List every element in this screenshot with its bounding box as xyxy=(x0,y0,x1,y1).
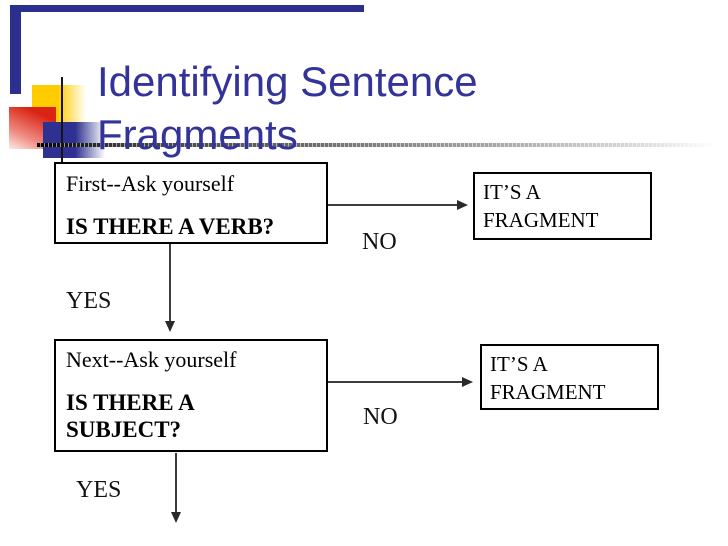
title-line-1: Identifying Sentence xyxy=(97,58,478,106)
question1-text: IS THERE A VERB? xyxy=(66,214,275,239)
question2-line-2: SUBJECT? xyxy=(66,417,182,442)
slide-title: Identifying Sentence Fragments xyxy=(97,55,478,161)
arrow-shaft xyxy=(169,244,171,321)
question-box-verb: First--Ask yourself IS THERE A VERB? xyxy=(54,162,328,244)
yes-arrow-1 xyxy=(164,244,176,332)
fragment1-line-2: FRAGMENT xyxy=(483,208,599,232)
no-arrow-2 xyxy=(328,376,473,388)
crosshair-vertical-line xyxy=(61,77,63,166)
fragment2-line-1: IT’S A xyxy=(490,352,548,376)
fragment-box-1: IT’S A FRAGMENT xyxy=(473,172,652,240)
arrowhead-right-icon xyxy=(457,200,468,210)
blue-square-decoration xyxy=(43,122,105,158)
question2-prompt: Next--Ask yourself xyxy=(66,347,237,372)
no-label-2: NO xyxy=(363,404,398,430)
yes-label-2: YES xyxy=(76,477,122,503)
question2-line-1: IS THERE A xyxy=(66,390,195,415)
left-navy-bar xyxy=(10,5,21,94)
no-label-1: NO xyxy=(362,229,397,255)
fragment1-line-1: IT’S A xyxy=(483,180,541,204)
question2-text: IS THERE A SUBJECT? xyxy=(66,389,316,443)
arrow-shaft xyxy=(328,381,462,383)
no-arrow-1 xyxy=(328,199,468,211)
arrowhead-right-icon xyxy=(462,377,473,387)
yes-label-1: YES xyxy=(66,288,112,314)
fragment-box-2: IT’S A FRAGMENT xyxy=(480,344,659,410)
arrowhead-down-icon xyxy=(165,321,175,332)
arrowhead-down-icon xyxy=(171,512,181,523)
arrow-shaft xyxy=(175,453,177,512)
title-line-2: Fragments xyxy=(97,111,298,159)
fragment2-line-2: FRAGMENT xyxy=(490,380,606,404)
yes-arrow-2 xyxy=(170,453,182,523)
title-divider-line xyxy=(37,143,715,147)
top-navy-bar xyxy=(10,5,364,12)
question1-prompt: First--Ask yourself xyxy=(66,171,235,196)
arrow-shaft xyxy=(328,204,457,206)
question-box-subject: Next--Ask yourself IS THERE A SUBJECT? xyxy=(54,339,328,452)
